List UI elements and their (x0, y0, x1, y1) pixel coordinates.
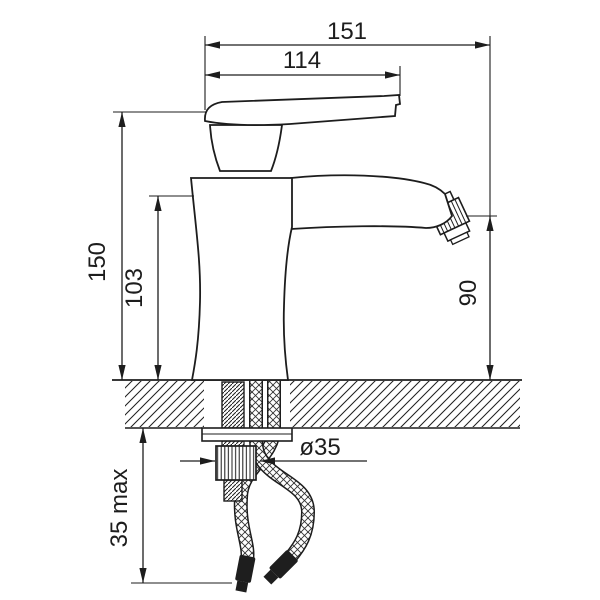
dim-label-spout-height: 90 (455, 280, 482, 307)
handle-dome (209, 124, 284, 172)
dimension-spout-height: 90 (455, 215, 497, 380)
dimension-handle-width: 114 (205, 47, 401, 96)
dim-label-body-height: 103 (121, 268, 148, 308)
faucet-body (190, 177, 293, 381)
countertop-section (112, 379, 522, 429)
dimension-body-height: 103 (121, 195, 194, 380)
faucet (190, 94, 471, 381)
dimensions: 151 114 150 103 90 35 max (84, 18, 497, 584)
countertop-hatch (125, 381, 204, 427)
lever-handle (204, 94, 401, 126)
dim-label-handle-width: 114 (283, 47, 321, 74)
hose-fitting (263, 550, 298, 585)
dimension-deck-thickness: 35 max (106, 428, 232, 584)
mounting-washer (201, 427, 293, 442)
countertop-hatch (290, 381, 520, 427)
dimension-total-height: 150 (84, 111, 206, 380)
dim-label-total-width: 151 (327, 18, 367, 45)
dimension-shank-diameter: ø35 (180, 434, 367, 465)
dim-label-total-height: 150 (84, 242, 111, 282)
mounting-hardware (201, 427, 293, 481)
dim-label-deck-thickness: 35 max (106, 469, 133, 548)
dim-label-shank-diameter: ø35 (299, 434, 340, 461)
spout (290, 174, 453, 230)
hose-fitting (235, 554, 256, 593)
mounting-nut (215, 445, 257, 481)
